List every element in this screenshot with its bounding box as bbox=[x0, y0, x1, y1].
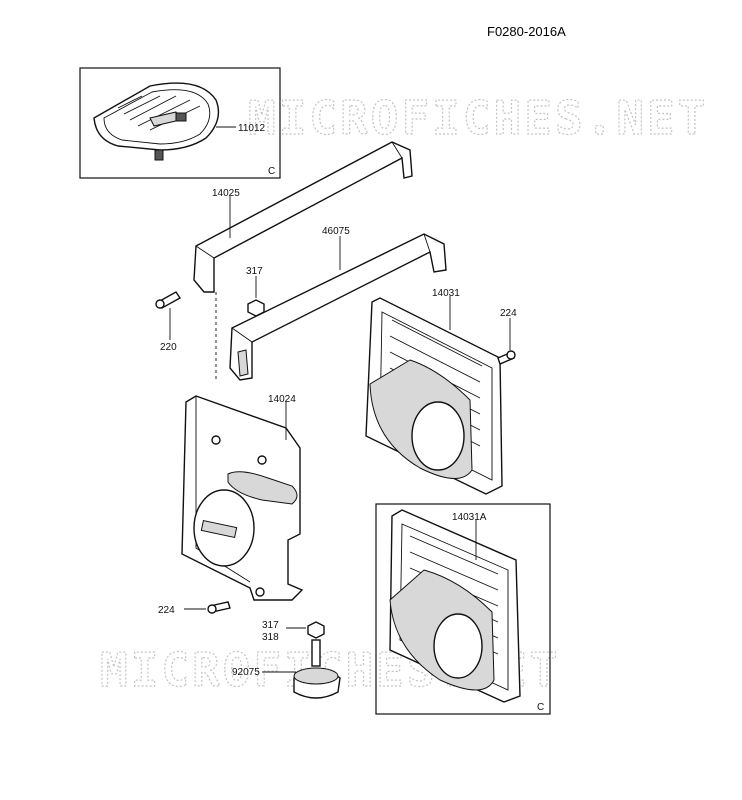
label-317-top: 317 bbox=[246, 266, 263, 277]
part-14024-housing-plate: 14024 bbox=[181, 394, 304, 601]
part-224-right-screw: 224 bbox=[497, 308, 517, 365]
part-14031-fan-housing: 14031 bbox=[365, 288, 503, 495]
part-220-screw: 220 bbox=[155, 291, 182, 353]
watermark-top: MICROFICHES.NET bbox=[248, 91, 708, 145]
label-46075: 46075 bbox=[322, 226, 350, 237]
part-317-top-nut: 317 bbox=[246, 266, 265, 317]
label-14031A: 14031A bbox=[452, 512, 487, 523]
part-14025-top-bracket: 14025 bbox=[193, 141, 413, 380]
label-14025: 14025 bbox=[212, 188, 240, 199]
label-92075: 92075 bbox=[232, 667, 260, 678]
inset-box-11012: 11012 C bbox=[79, 67, 281, 179]
part-46075-inner-bracket: 46075 bbox=[229, 226, 447, 381]
label-318: 318 bbox=[262, 632, 279, 643]
label-14024: 14024 bbox=[268, 394, 296, 405]
box-marker-bottom: C bbox=[537, 702, 544, 713]
label-224-left: 224 bbox=[158, 605, 175, 616]
label-220: 220 bbox=[160, 342, 177, 353]
inset-box-14031A: 14031A C bbox=[375, 503, 551, 715]
part-317-318-nut: 317 318 bbox=[262, 620, 325, 643]
label-317-bottom: 317 bbox=[262, 620, 279, 631]
part-92075-mount: 92075 bbox=[232, 639, 341, 699]
label-11012: 11012 bbox=[238, 123, 266, 134]
box-marker-top: C bbox=[268, 166, 275, 177]
part-224-left-screw: 224 bbox=[158, 601, 231, 616]
diagram-code: F0280-2016A bbox=[487, 24, 566, 39]
label-224-right: 224 bbox=[500, 308, 517, 319]
label-14031: 14031 bbox=[432, 288, 460, 299]
